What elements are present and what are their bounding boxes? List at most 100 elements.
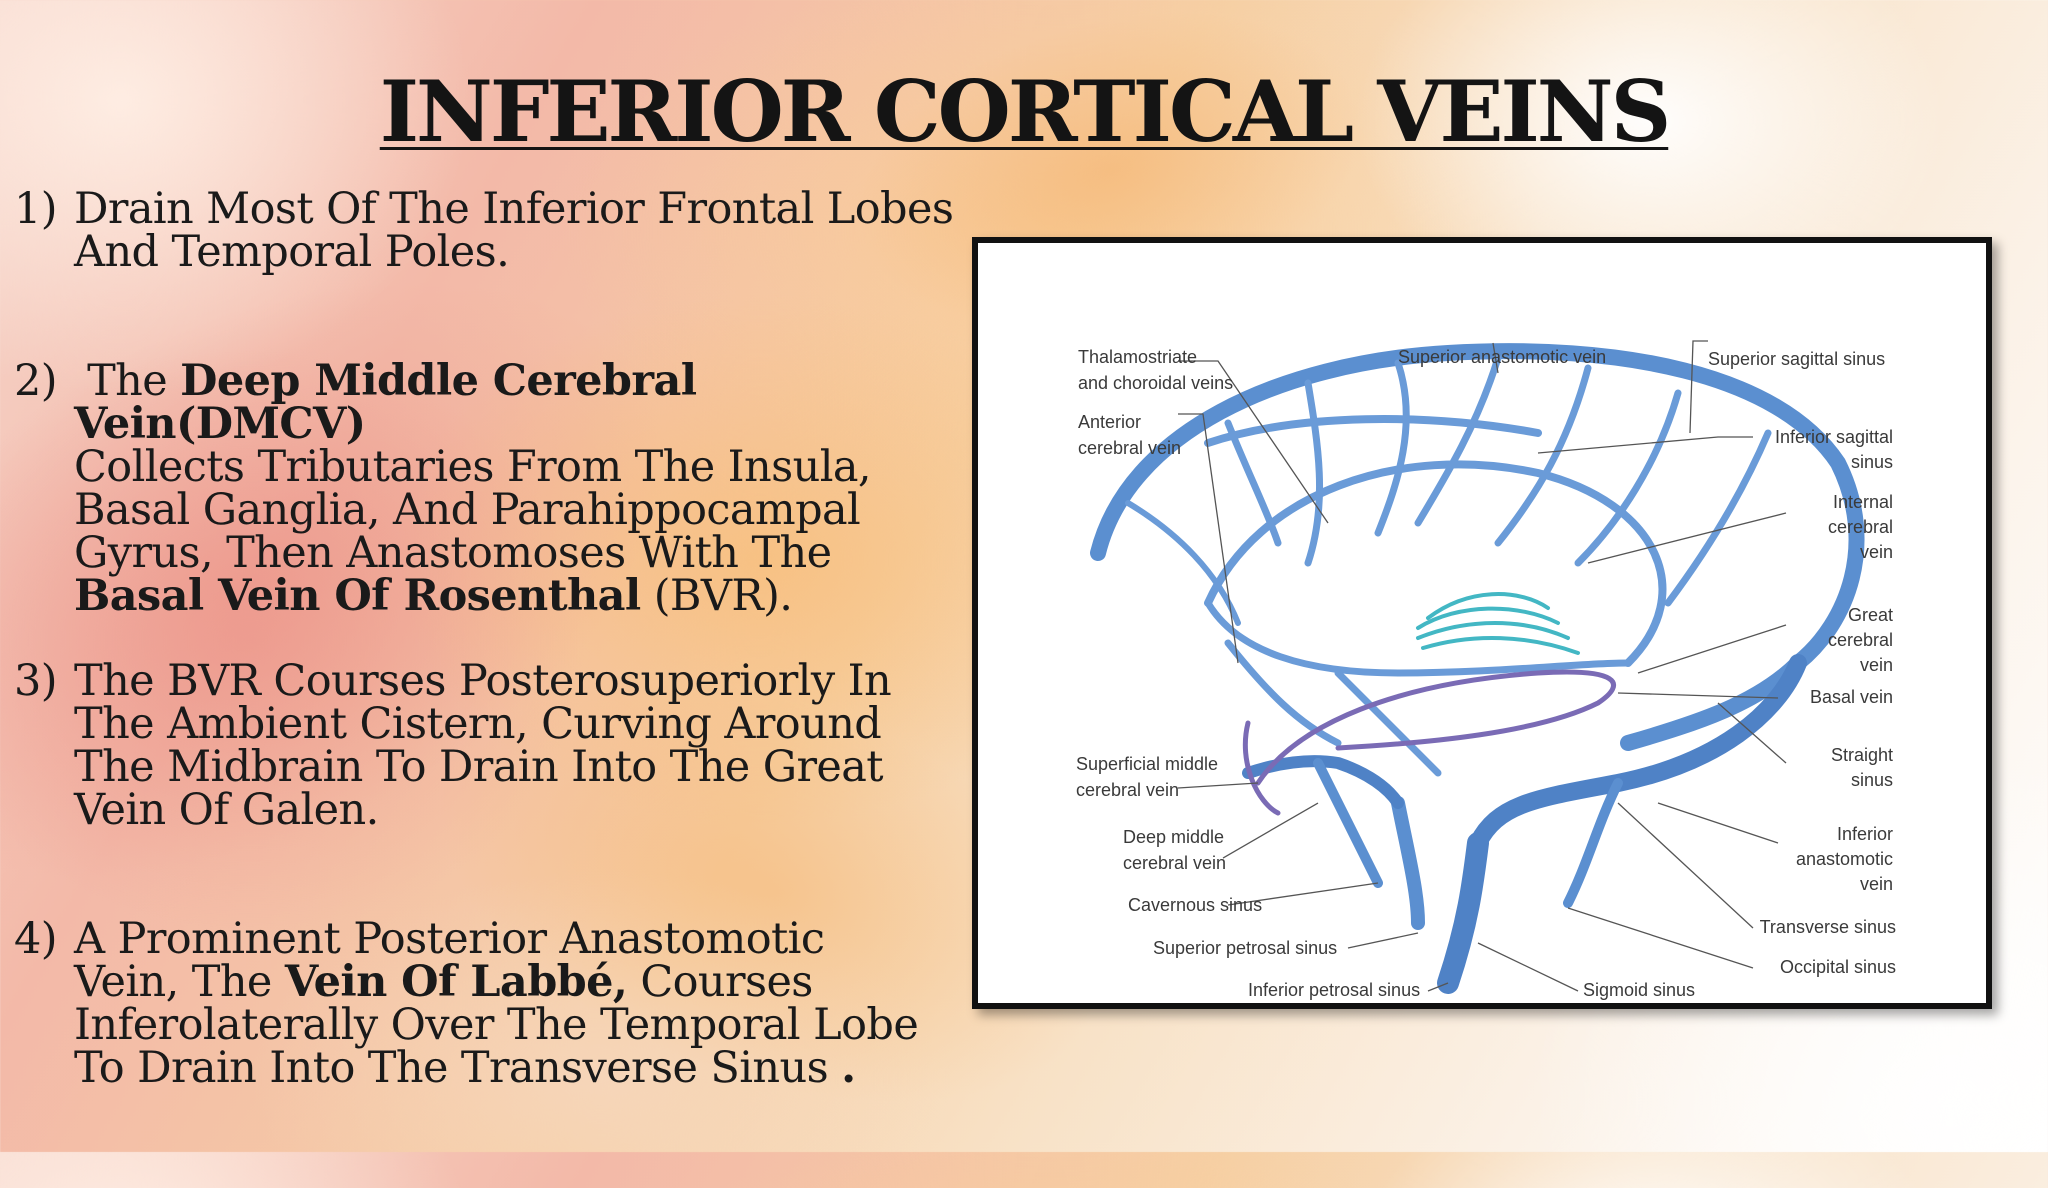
bold-term-labbe: Vein Of Labbé, [284, 957, 628, 1007]
text-run: Basal Ganglia, And Parahippocampal [74, 485, 861, 535]
leader-line [1427, 982, 1449, 992]
text-run: The [74, 356, 181, 406]
point-line: Inferolaterally Over The Temporal Lobe [74, 1004, 974, 1047]
leader-line [1177, 782, 1259, 789]
cortical-vein [1125, 500, 1241, 626]
leader-line [1537, 436, 1753, 454]
leader-line [1492, 342, 1499, 374]
text-run: Courses [627, 957, 813, 1007]
point-line: Vein Of Galen. [74, 789, 974, 832]
cortical-vein [1374, 359, 1410, 537]
label-sigmoid: Sigmoid sinus [1583, 980, 1695, 1000]
leader-line [1587, 512, 1787, 564]
text-run: The Ambient Cistern, Curving Around [74, 699, 882, 749]
text-run: Inferolaterally Over The Temporal Lobe [74, 1000, 919, 1050]
cortical-vein [1574, 389, 1682, 567]
leader-line [1689, 340, 1708, 434]
point-number: 3) [14, 656, 58, 706]
leader-line [1617, 802, 1754, 929]
bold-term-dmcv: Deep Middle Cerebral Vein(DMCV) [74, 356, 697, 449]
point-body: The Deep Middle Cerebral Vein(DMCV) Coll… [74, 360, 974, 618]
cortical-vein [1304, 379, 1324, 567]
cortical-vein [1334, 669, 1442, 777]
leader-line [1178, 413, 1239, 664]
slide-title: INFERIOR CORTICAL VEINS [0, 62, 2048, 161]
text-run: And Temporal Poles. [74, 227, 510, 277]
point-line: And Temporal Poles. [74, 231, 974, 274]
choroidal-vein [1416, 606, 1560, 630]
leader-line [1178, 360, 1329, 524]
point-body: A Prominent Posterior Anastomotic Vein, … [74, 918, 974, 1090]
text-run: Drain Most Of The Inferior Frontal Lobes [74, 184, 954, 234]
text-run: (BVR). [640, 571, 793, 621]
point-line: The BVR Courses Posterosuperiorly In [74, 660, 974, 703]
bold-term-bvr: Basal Vein Of Rosenthal [74, 571, 641, 621]
choroidal-vein [1426, 592, 1550, 620]
label-transverse: Transverse sinus [1760, 917, 1896, 937]
cavernous-sinus-vessel [1313, 758, 1383, 888]
cortical-vein [1414, 354, 1502, 527]
text-run: Vein, The [74, 957, 285, 1007]
cortical-vein [1494, 364, 1592, 547]
cortical-vein [1224, 419, 1282, 547]
label-superior-sagittal: Superior sagittal sinus [1708, 349, 1885, 369]
point-number: 4) [14, 914, 58, 964]
leader-line [1657, 802, 1779, 844]
leader-line [1227, 882, 1379, 906]
leader-line [1477, 942, 1579, 992]
text-run: A Prominent Posterior Anastomotic [74, 914, 825, 964]
point-line: Vein, The Vein Of Labbé, Courses [74, 961, 974, 1004]
internal-cerebral-loop-lower [1204, 599, 1632, 677]
point-line: Basal Ganglia, And Parahippocampal [74, 489, 974, 532]
label-cavernous: Cavernous sinus [1128, 895, 1262, 915]
inferior-petrosal-vessel [1391, 796, 1425, 930]
point-line: Gyrus, Then Anastomoses With The [74, 532, 974, 575]
leader-line [1222, 802, 1319, 859]
occipital-sinus-vessel [1563, 778, 1623, 908]
leader-line [1617, 692, 1779, 699]
point-line: Collects Tributaries From The Insula, [74, 446, 974, 489]
text-run: . [841, 1043, 856, 1093]
point-body: Drain Most Of The Inferior Frontal Lobes… [74, 188, 974, 274]
cortical-vein [1664, 429, 1772, 607]
point-line: Drain Most Of The Inferior Frontal Lobes [74, 188, 974, 231]
label-occipital: Occipital sinus [1780, 957, 1896, 977]
superior-sagittal-sinus-vessel [1090, 343, 1865, 671]
text-run: Collects Tributaries From The Insula, [74, 442, 872, 492]
basal-vein-vessel [1242, 720, 1281, 816]
transverse-sinus-vessel [1469, 654, 1807, 852]
label-inferior-petrosal: Inferior petrosal sinus [1248, 980, 1420, 1000]
inferior-sagittal-sinus-vessel [1204, 415, 1542, 447]
point-body: The BVR Courses Posterosuperiorly In The… [74, 660, 974, 832]
slide-title-text: INFERIOR CORTICAL VEINS [379, 62, 1671, 161]
point-line: The Deep Middle Cerebral Vein(DMCV) [74, 360, 974, 446]
point-line: Basal Vein Of Rosenthal (BVR). [74, 575, 974, 618]
point-line: The Midbrain To Drain Into The Great [74, 746, 974, 789]
label-basal-vein: Basal vein [1810, 687, 1893, 707]
point-line: A Prominent Posterior Anastomotic [74, 918, 974, 961]
text-run: The Midbrain To Drain Into The Great [74, 742, 884, 792]
text-run: To Drain Into The Transverse Sinus [74, 1043, 842, 1093]
point-number: 2) [14, 356, 58, 406]
text-run: Gyrus, Then Anastomoses With The [74, 528, 832, 578]
leader-line [1567, 907, 1754, 969]
leader-line [1347, 932, 1419, 949]
label-superior-petrosal: Superior petrosal sinus [1153, 938, 1337, 958]
choroidal-vein [1416, 621, 1570, 640]
cortical-vein [1224, 639, 1342, 747]
label-superior-anastomotic: Superior anastomotic vein [1398, 347, 1606, 367]
text-run: The BVR Courses Posterosuperiorly In [74, 656, 892, 706]
point-number: 1) [14, 184, 58, 234]
leader-line [1717, 702, 1787, 764]
